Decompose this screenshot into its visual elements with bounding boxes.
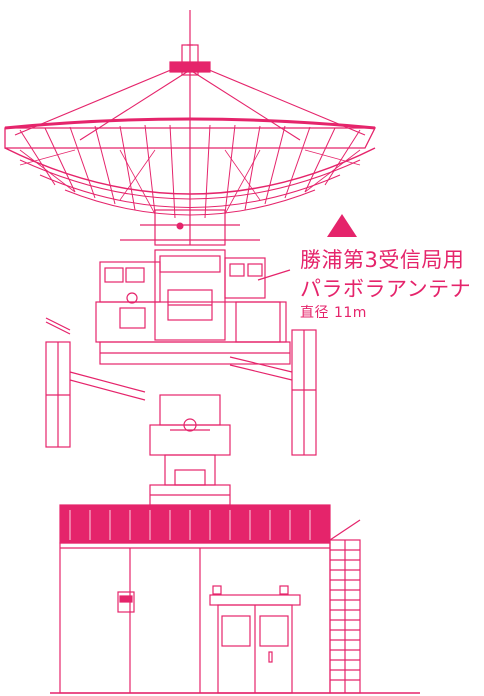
caption-title-line1: 勝浦第3受信局用: [300, 248, 465, 272]
caption-diameter: 直径 11m: [300, 305, 367, 321]
dish-ribs: [19, 124, 361, 219]
side-platforms: [45, 329, 317, 456]
elevation-housing: [45, 249, 291, 343]
antenna-caption: 勝浦第3受信局用 パラボラアンテナ 直径 11m: [300, 246, 471, 322]
pointer-triangle-icon: [327, 214, 357, 237]
exterior-staircase: [329, 519, 361, 694]
dish-reflector: [4, 117, 377, 246]
operations-building: [59, 504, 331, 694]
dish-cross-bracing: [19, 149, 361, 215]
pedestal: [149, 394, 231, 506]
caption-title-line2: パラボラアンテナ: [300, 277, 472, 301]
parapet-grille: [69, 510, 311, 540]
